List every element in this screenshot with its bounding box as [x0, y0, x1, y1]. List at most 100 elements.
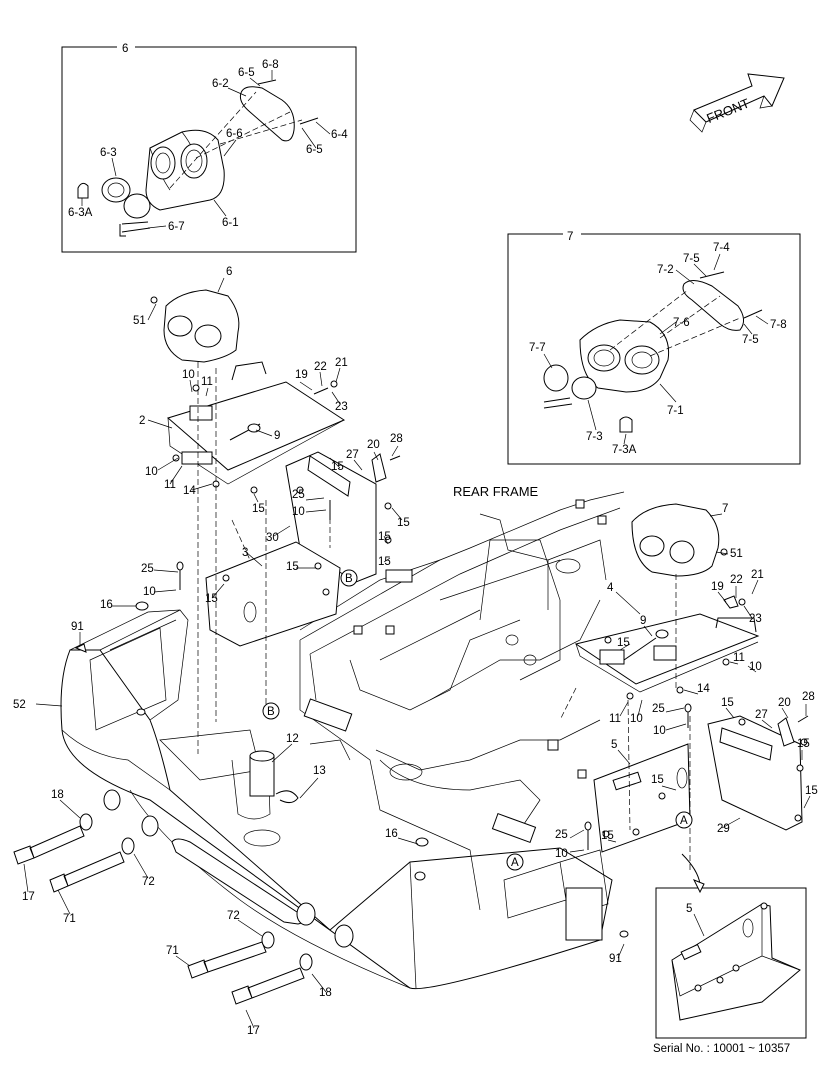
counterweight-52	[60, 609, 629, 990]
label-p27-left: 27	[346, 449, 359, 461]
label-p23-left: 23	[335, 401, 348, 413]
detail-box-7-title: 7	[567, 231, 573, 243]
label-p25-b: 25	[141, 563, 154, 575]
label-6-7: 6-7	[168, 221, 185, 233]
bulb-6-3	[77, 177, 151, 237]
label-7-2: 7-2	[657, 264, 674, 276]
label-p22-left: 22	[314, 361, 327, 373]
label-p6: 6	[226, 266, 232, 278]
label-p20-right: 20	[778, 697, 791, 709]
label-p17-right: 17	[247, 1025, 260, 1037]
label-p4: 4	[607, 582, 614, 594]
bolt-71-right	[187, 941, 267, 979]
label-p11-d: 11	[609, 713, 621, 725]
label-6-5-bottom: 6-5	[306, 144, 323, 156]
bolts	[13, 561, 692, 1005]
label-p72-right: 72	[227, 910, 240, 922]
front-arrow: FRONT	[689, 73, 785, 133]
label-p15-k: 15	[651, 774, 664, 786]
label-p19-left: 19	[295, 369, 308, 381]
label-p10-h: 10	[555, 848, 568, 860]
label-6-1: 6-1	[222, 217, 239, 229]
label-p51-right: 51	[730, 548, 743, 560]
label-7-4: 7-4	[713, 242, 730, 254]
label-p23-right: 23	[749, 613, 762, 625]
label-6-3: 6-3	[100, 147, 117, 159]
label-p15-j: 15	[797, 738, 810, 750]
marker-A-lower: A	[511, 857, 519, 869]
left-lamp-assembly	[150, 289, 401, 754]
label-p15-l: 15	[805, 785, 818, 797]
label-p19-right: 19	[711, 581, 724, 593]
label-p25-a: 25	[292, 489, 305, 501]
label-p71-left: 71	[63, 913, 76, 925]
bolt-71-left	[49, 851, 125, 893]
label-7-8: 7-8	[770, 319, 787, 331]
label-p10-f: 10	[630, 713, 643, 725]
label-p28-left: 28	[390, 433, 403, 445]
label-p5: 5	[611, 739, 617, 751]
label-p11-c: 11	[733, 652, 745, 664]
reference-markers: B B A A	[262, 569, 693, 871]
label-p7: 7	[722, 503, 728, 515]
bulb-7-3	[543, 364, 633, 433]
label-p14-right: 14	[697, 683, 710, 695]
detail-box-7: 7 7-4 7-5 7-2 7-8 7-5 7-6 7-7 7-1 7-3 7-…	[507, 227, 801, 465]
label-p28-right: 28	[802, 691, 815, 703]
label-p91-right: 91	[609, 953, 622, 965]
callouts: 6 51 10 11 2 9 19 22 21 23 10 11 14 15 2…	[13, 266, 818, 1037]
label-p15-g: 15	[205, 593, 218, 605]
label-7-1: 7-1	[667, 405, 684, 417]
label-p15-c: 15	[397, 517, 410, 529]
label-p16-right: 16	[385, 828, 398, 840]
serial-number: Serial No. : 10001 ~ 10357	[653, 1043, 790, 1055]
label-p29: 29	[717, 823, 730, 835]
label-p22-right: 22	[730, 574, 743, 586]
lens-cover-6-2	[239, 86, 295, 142]
lens-cover-7-2	[682, 280, 744, 331]
label-p15-m: 15	[601, 830, 614, 842]
label-p2: 2	[139, 415, 145, 427]
rear-frame: REAR FRAME	[299, 484, 625, 911]
label-p13: 13	[313, 765, 326, 777]
label-p10-c: 10	[292, 506, 305, 518]
detail-box-6: 6 6-2 6-5 6-8 6-4 6-5 6-6 6-3	[61, 40, 357, 253]
label-p15-b: 15	[331, 461, 344, 473]
label-p14-left: 14	[183, 485, 196, 497]
label-inset-5: 5	[686, 903, 692, 915]
label-p10-b: 10	[145, 466, 158, 478]
label-6-5-top: 6-5	[238, 67, 255, 79]
label-p21-left: 21	[335, 357, 348, 369]
label-7-5-bottom: 7-5	[742, 334, 759, 346]
label-p25-d: 25	[555, 829, 568, 841]
label-7-3: 7-3	[586, 431, 603, 443]
label-p52: 52	[13, 699, 26, 711]
label-p15-e: 15	[286, 561, 299, 573]
label-p27-right: 27	[755, 709, 768, 721]
label-p11-b: 11	[164, 479, 176, 491]
label-6-8: 6-8	[262, 59, 279, 71]
label-p17-left: 17	[22, 891, 35, 903]
right-lamp-assembly	[559, 503, 809, 870]
label-p71-right: 71	[166, 945, 179, 957]
label-7-5-top: 7-5	[683, 253, 700, 265]
inset-part-5: 5 Serial No. : 10001 ~ 10357	[653, 853, 807, 1055]
rear-frame-label: REAR FRAME	[453, 484, 539, 499]
label-6-4: 6-4	[331, 129, 348, 141]
label-7-6: 7-6	[673, 317, 690, 329]
label-6-2: 6-2	[212, 78, 229, 90]
label-6-6: 6-6	[226, 128, 243, 140]
label-p20-left: 20	[367, 439, 380, 451]
marker-B-lower: B	[267, 706, 275, 718]
marker-A-upper: A	[680, 815, 688, 827]
label-p10-g: 10	[653, 725, 666, 737]
label-6-3A: 6-3A	[68, 207, 93, 219]
label-p51-left: 51	[133, 315, 146, 327]
lamp-housing-6-1	[145, 129, 225, 211]
label-p10-d: 10	[143, 586, 156, 598]
label-p16-left: 16	[100, 599, 113, 611]
bolt-17-left	[13, 825, 85, 865]
bolt-17-right	[231, 967, 305, 1005]
label-p91-left: 91	[71, 621, 84, 633]
